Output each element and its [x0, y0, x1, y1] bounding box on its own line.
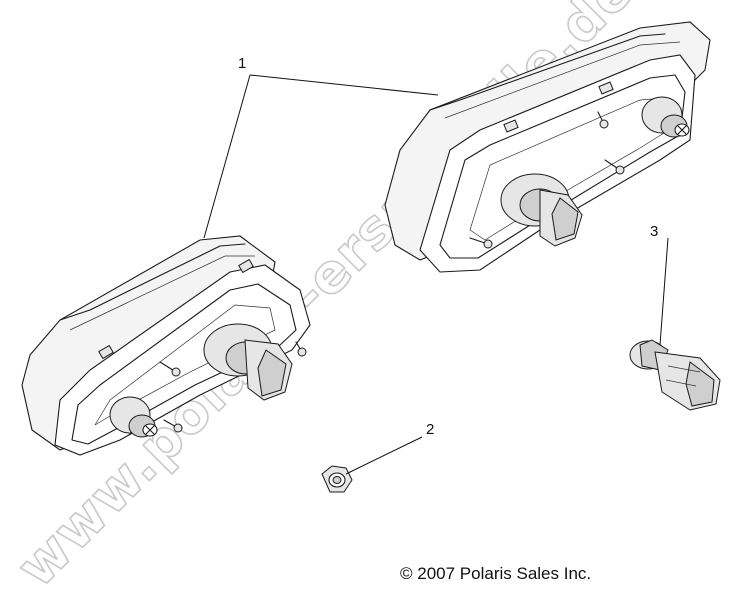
hex-nut	[321, 465, 353, 493]
bulb-socket-small-left	[109, 396, 158, 438]
tail-lamp-right	[384, 21, 711, 273]
callout-2: 2	[426, 421, 434, 438]
leader-lines	[203, 74, 669, 475]
bulb-socket-small	[641, 96, 690, 138]
bulb-part	[629, 339, 721, 411]
bulb-socket-large	[500, 173, 583, 247]
copyright-text: © 2007 Polaris Sales Inc.	[400, 564, 592, 583]
bulb-socket-large-left	[203, 323, 293, 401]
callout-1: 1	[238, 55, 246, 72]
tail-lamp-left	[21, 235, 311, 456]
callout-3: 3	[650, 223, 658, 240]
